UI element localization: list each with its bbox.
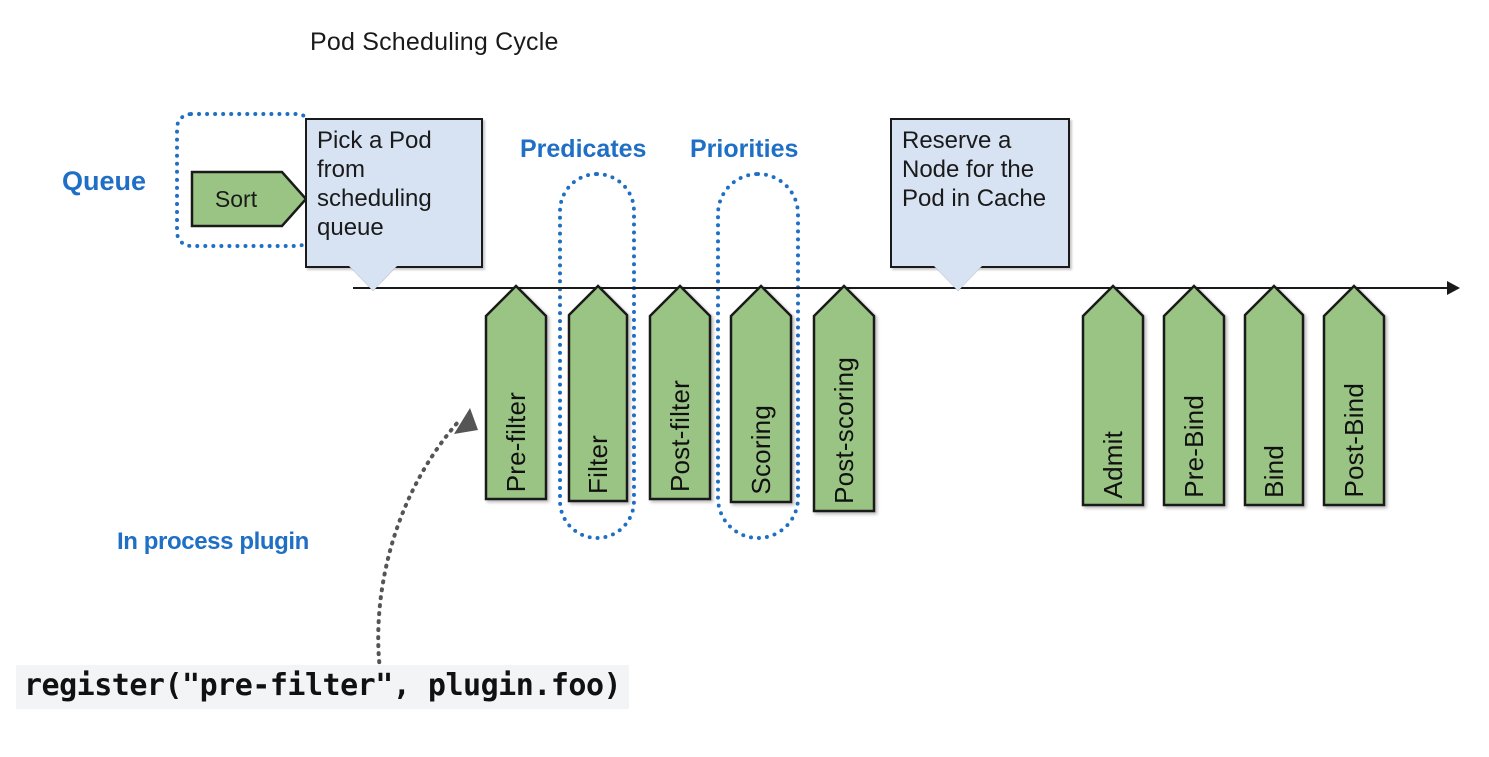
diagram-title: Pod Scheduling Cycle [310,28,559,56]
priorities-label: Priorities [690,135,799,163]
callout-pick-a-pod: Pick a Pod from scheduling queue [305,118,483,291]
plugin-registration-connector [350,390,510,680]
callout-reserve-node-text: Reserve a Node for the Pod in Cache [902,127,1047,212]
callout-pick-a-pod-text: Pick a Pod from scheduling queue [317,127,432,241]
stage-shape-filter[interactable]: Filter [567,284,629,504]
timeline-axis [353,287,1453,289]
stage-label-admit: Admit [1097,430,1128,498]
in-process-plugin-label: In process plugin [117,528,309,555]
stage-shape-pre-bind[interactable]: Pre-Bind [1162,284,1226,508]
predicates-label: Predicates [520,135,647,163]
stage-shape-pre-filter[interactable]: Pre-filter [484,284,548,502]
timeline-arrowhead-icon [1447,281,1460,295]
stage-label-bind: Bind [1258,445,1289,498]
stage-label-post-scoring: Post-scoring [828,357,859,504]
priorities-group-outline [716,172,800,540]
stage-label-post-bind: Post-Bind [1338,383,1369,498]
stage-shape-post-filter[interactable]: Post-filter [648,284,712,502]
stage-label-scoring: Scoring [745,405,776,495]
stage-shape-bind[interactable]: Bind [1243,284,1305,508]
stage-shape-scoring[interactable]: Scoring [729,284,793,505]
predicates-group-outline [558,172,636,540]
stage-label-filter: Filter [582,435,613,494]
queue-label: Queue [62,166,147,196]
code-snippet: register("pre-filter", plugin.foo) [16,665,630,709]
callout-tail-icon [347,264,399,291]
sort-label: Sort [214,185,258,212]
stage-shape-sort: Sort [190,170,308,228]
stage-shape-post-scoring[interactable]: Post-scoring [812,284,876,514]
stage-shape-admit[interactable]: Admit [1081,284,1145,508]
stage-label-post-filter: Post-filter [664,379,695,492]
stage-shape-post-bind[interactable]: Post-Bind [1322,284,1386,508]
callout-tail-icon [932,264,984,291]
callout-reserve-node: Reserve a Node for the Pod in Cache [890,118,1070,291]
stage-label-pre-bind: Pre-Bind [1178,395,1209,498]
